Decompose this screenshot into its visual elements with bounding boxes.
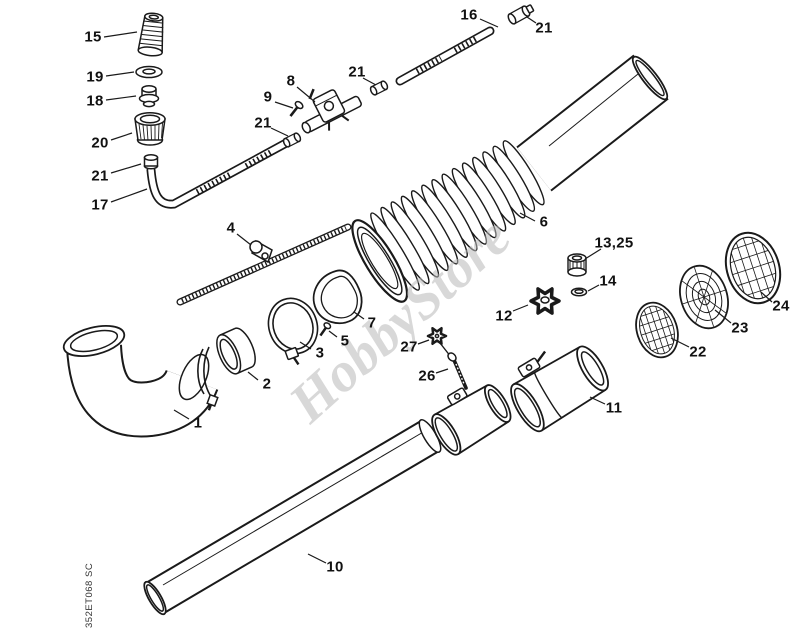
leader-line-8 [296,86,316,103]
leader-line-3 [299,341,312,350]
part-screen-23 [679,264,729,330]
part-throttle-assembly-8 [301,88,362,134]
callout-2: 2 [262,375,272,393]
leader-line-21 [362,77,377,86]
leader-line-24 [760,291,773,303]
part-bracket-4 [249,239,273,264]
callout-6: 6 [539,213,549,231]
part-elbow-clamp-bolt [206,393,219,411]
leader-line-12 [512,304,529,312]
part-collar-nut-20 [134,112,166,146]
callout-21: 21 [254,114,272,132]
callout-21: 21 [91,167,109,185]
part-screw-5 [319,322,332,337]
part-washer-19 [135,65,163,79]
part-flex-hose-6 [351,140,545,303]
leader-line-2 [247,371,259,381]
part-fitting-21d [507,4,535,25]
callout-22: 22 [689,343,707,361]
callout-20: 20 [91,134,109,152]
callout-17: 17 [91,196,109,214]
part-clamp-3 [267,297,319,366]
leader-line-5 [328,330,338,338]
callout-24: 24 [772,297,790,315]
part-fitting-21a [143,153,159,170]
leader-line-9 [274,101,294,109]
part-screw-26 [447,352,468,390]
part-screw-9 [289,100,304,117]
part-tube-10 [143,419,442,616]
part-star-knob-12 [529,287,561,315]
part-ring-14 [570,287,588,297]
part-threaded-rod [176,223,352,306]
part-coupler-11-clamp [517,350,547,378]
leader-line-15 [103,31,138,38]
part-coupler-11 [510,345,609,433]
callout-15: 15 [84,28,102,46]
leader-line-21 [110,163,142,174]
part-ring-2 [216,327,256,375]
leader-line-6 [519,212,536,222]
part-gasket-7 [312,269,363,324]
callout-7: 7 [367,314,377,332]
leader-line-4 [236,233,252,246]
callout-10: 10 [326,558,344,576]
leader-line-19 [105,71,135,77]
leader-line-23 [714,309,732,324]
callout-3: 3 [315,344,325,362]
callout-1: 1 [193,414,203,432]
part-fitting-21c [369,80,389,96]
leader-line-13-25 [584,248,602,260]
leader-line-20 [110,132,133,141]
leader-line-18 [105,95,137,101]
callout-14: 14 [599,272,617,290]
callout-16: 16 [460,6,478,24]
callout-23: 23 [731,319,749,337]
callout-19: 19 [86,68,104,86]
part-screen-22 [635,301,679,359]
callout-21: 21 [535,19,553,37]
leader-line-22 [670,337,690,348]
leader-lines [103,16,773,564]
part-upper-tube [516,54,669,192]
part-grommet-18 [138,85,160,108]
part-elbow-1 [62,325,219,438]
callout-8: 8 [286,72,296,90]
callout-11: 11 [605,399,623,417]
callout-26: 26 [418,367,436,385]
part-grip-15 [137,12,164,57]
leader-line-14 [587,284,600,292]
leader-line-21 [270,127,289,137]
callout-21: 21 [348,63,366,81]
part-tube-17 [146,137,293,209]
leader-line-11 [589,396,606,405]
leader-line-27 [417,339,430,345]
callout-4: 4 [226,219,236,237]
callout-18: 18 [86,92,104,110]
part-screen-24 [724,231,782,305]
leader-line-7 [353,311,365,320]
leader-line-26 [435,368,449,374]
leader-line-1 [173,409,190,420]
leader-line-16 [479,18,499,28]
callout-27: 27 [400,338,418,356]
callout-12: 12 [495,307,513,325]
part-coupler-lower [431,383,512,456]
callout-9: 9 [263,88,273,106]
leader-line-10 [307,553,327,564]
leader-line-17 [110,188,148,203]
part-knob-13-25 [567,253,587,277]
side-code: 352ET068 SC [84,563,95,628]
callout-13-25: 13,25 [594,234,634,252]
part-tube-16 [395,26,495,86]
leader-line-21 [526,16,537,24]
part-fitting-21b [282,132,302,148]
callout-5: 5 [340,332,350,350]
